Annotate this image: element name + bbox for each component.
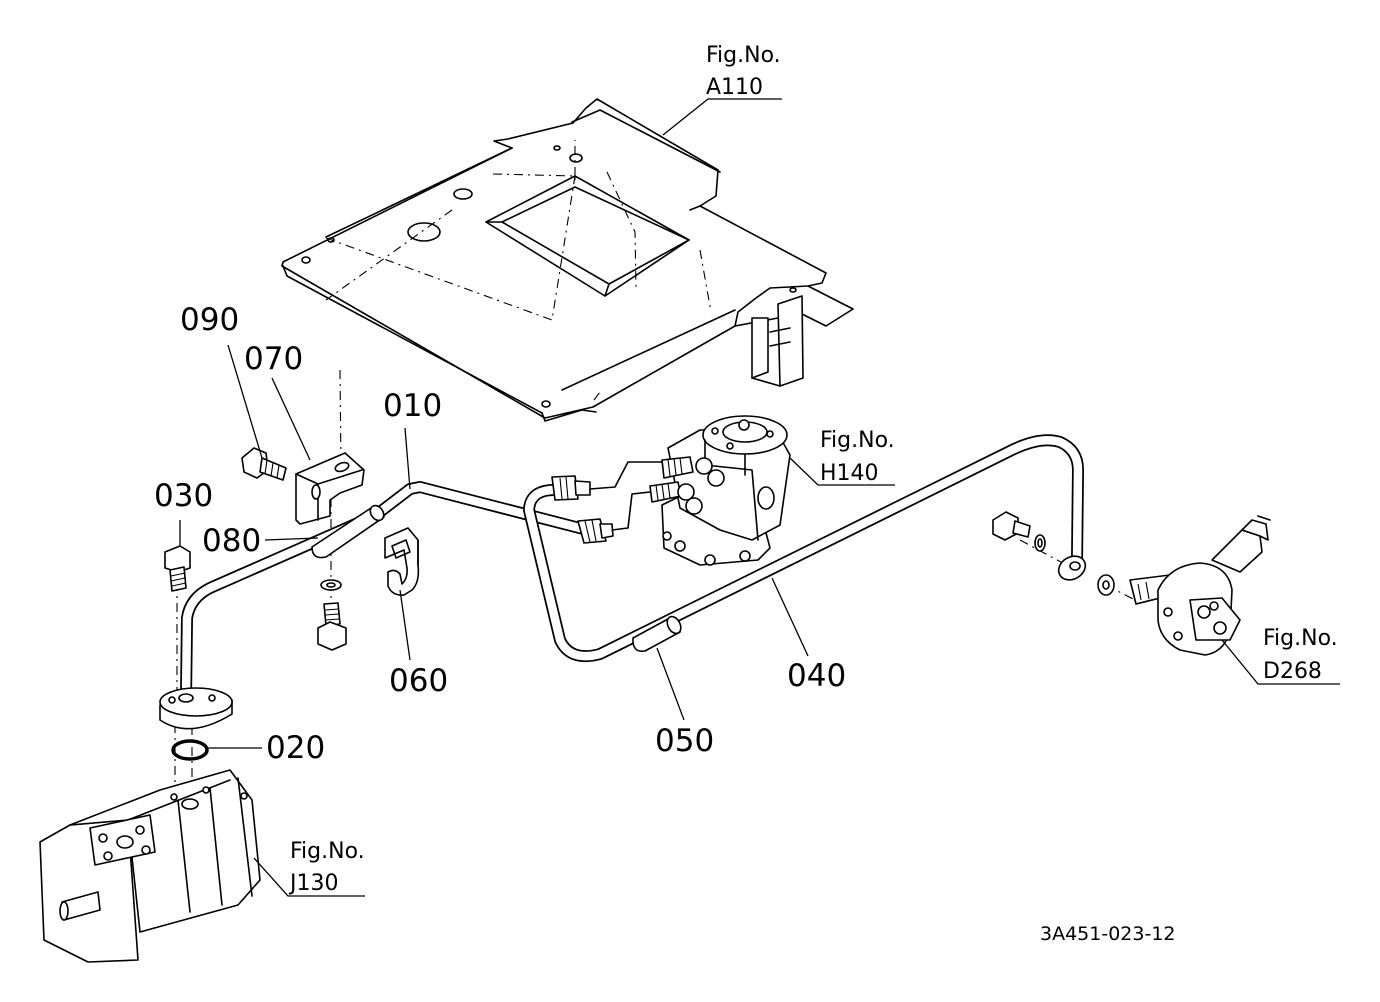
- part-label-080: 080: [202, 523, 261, 559]
- fig-ref-j130-caption: Fig.No.: [290, 839, 365, 864]
- banjo-bolt: [992, 511, 1046, 552]
- port-line-upper: [589, 461, 663, 490]
- banjo-washer: [1097, 574, 1115, 596]
- part-label-070: 070: [244, 341, 303, 377]
- fig-ref-h140-code: H140: [820, 461, 879, 486]
- pipe-fitting-upper: [551, 475, 591, 501]
- leader-050: [656, 647, 685, 721]
- sleeve-080: [311, 504, 385, 559]
- washer-clamp: [320, 579, 342, 591]
- pipe-010: [180, 481, 601, 704]
- floor-plate: [281, 98, 854, 422]
- leader-h140: [789, 457, 895, 486]
- leader-d268: [1221, 639, 1340, 685]
- clamp-060: [384, 527, 420, 596]
- o-ring-020: [171, 739, 209, 761]
- leader-j130: [253, 857, 365, 897]
- port-line-lower: [611, 491, 651, 531]
- pipe-040: [523, 434, 1084, 663]
- bracket-070: [295, 452, 365, 525]
- steering-unit: [649, 415, 791, 566]
- part-label-010: 010: [383, 388, 442, 424]
- leader-080: [264, 537, 319, 541]
- sleeve-050: [632, 615, 682, 653]
- part-label-020: 020: [266, 730, 325, 766]
- banjo-fitting: [1057, 555, 1087, 581]
- part-label-060: 060: [389, 663, 448, 699]
- fig-ref-a110-code: A110: [706, 75, 763, 100]
- leader-090: [227, 344, 263, 459]
- pipe-fitting-lower: [577, 518, 614, 544]
- bolt-090: [241, 447, 287, 481]
- injection-pump: [1129, 515, 1271, 656]
- part-label-030: 030: [154, 478, 213, 514]
- part-label-040: 040: [787, 658, 846, 694]
- leader-a110: [662, 98, 782, 136]
- leader-010: [404, 427, 411, 490]
- part-label-050: 050: [655, 723, 714, 759]
- fig-ref-h140-caption: Fig.No.: [820, 428, 895, 453]
- fig-ref-a110-caption: Fig.No.: [706, 43, 781, 68]
- fig-ref-d268-code: D268: [1263, 659, 1322, 684]
- leader-040: [771, 577, 809, 657]
- fig-ref-d268-caption: Fig.No.: [1263, 626, 1338, 651]
- bolt-clamp: [317, 602, 347, 651]
- fig-ref-j130-code: J130: [288, 871, 338, 896]
- part-label-090: 090: [180, 302, 239, 338]
- flange: [159, 687, 233, 730]
- construction-line-bracket: [339, 369, 342, 469]
- leader-060: [399, 589, 411, 661]
- hydraulic-pump: [39, 769, 261, 963]
- leader-070: [271, 377, 311, 461]
- drawing-number: 3A451-023-12: [1040, 923, 1176, 945]
- bolt-030: [164, 545, 191, 592]
